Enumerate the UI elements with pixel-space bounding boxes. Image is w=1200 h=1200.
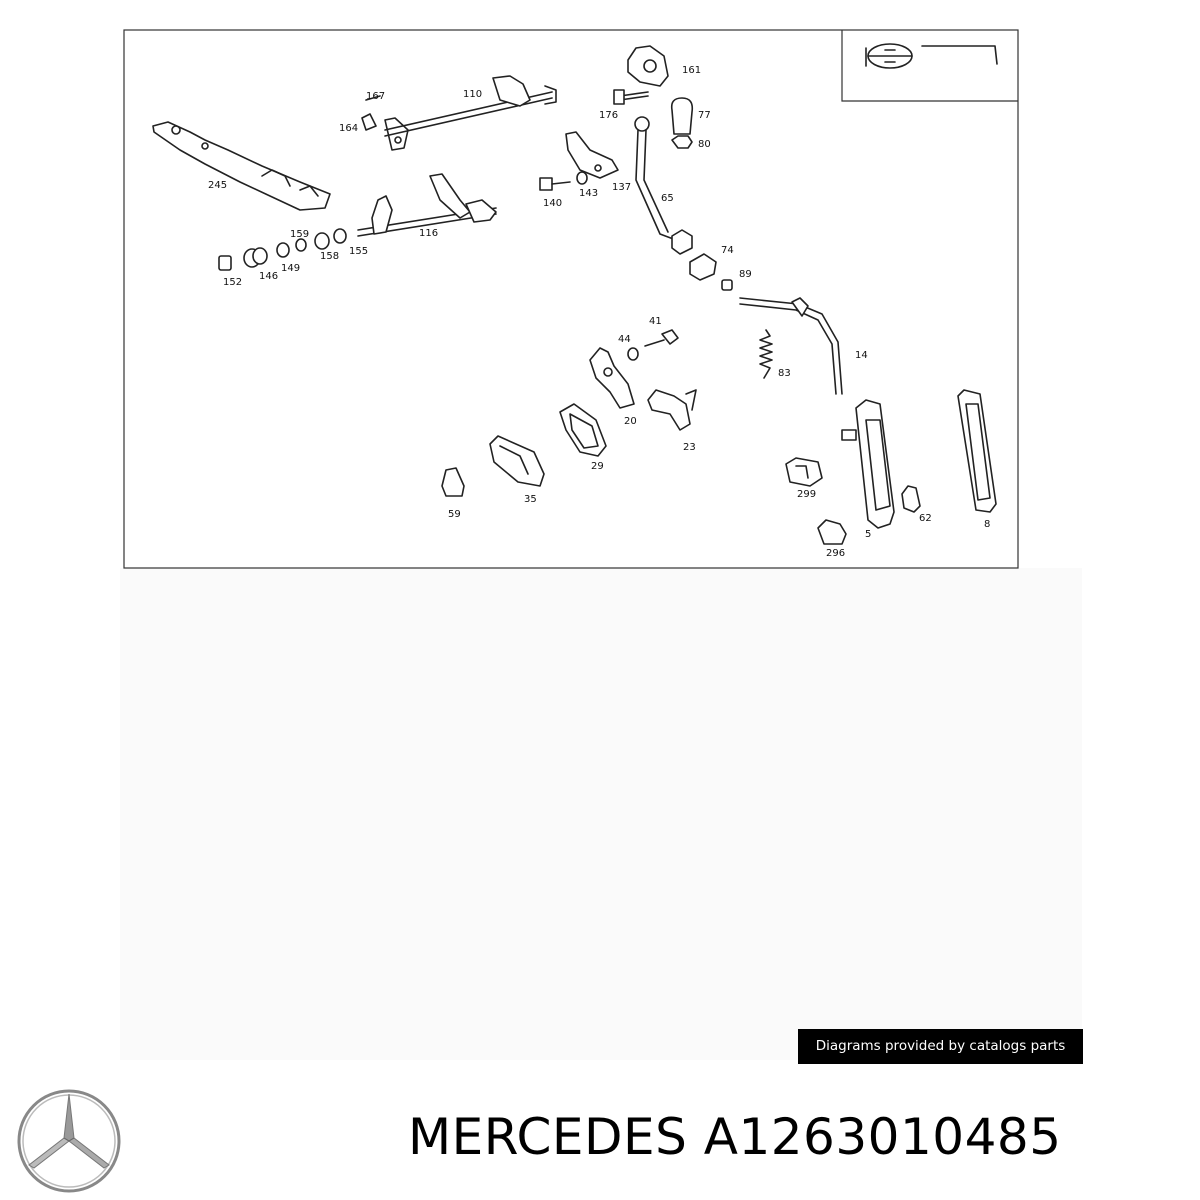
callout-label: 110 xyxy=(463,89,482,100)
callout-label: 83 xyxy=(778,368,791,379)
callout-label: 155 xyxy=(349,246,368,257)
part-title: MERCEDES A1263010485 xyxy=(408,1108,1062,1166)
part-62-clip xyxy=(901,485,921,513)
callout-label: 23 xyxy=(683,442,696,453)
callout-label: 44 xyxy=(618,334,631,345)
callout-label: 41 xyxy=(649,316,662,327)
part-110-shaft xyxy=(384,75,557,151)
part-140-bolt xyxy=(539,177,571,191)
callout-label: 143 xyxy=(579,188,598,199)
part-14-rod xyxy=(739,297,843,395)
brand-name: MERCEDES xyxy=(408,1108,688,1166)
part-80-nut xyxy=(671,135,693,149)
three-pointed-star-icon xyxy=(17,1089,121,1193)
callout-label: 20 xyxy=(624,416,637,427)
part-164-clip xyxy=(361,95,381,131)
callout-label: 59 xyxy=(448,509,461,520)
callout-label: 158 xyxy=(320,251,339,262)
part-296-bumper xyxy=(817,519,847,545)
bushing-set xyxy=(218,228,347,271)
callout-label: 167 xyxy=(366,91,385,102)
callout-label: 8 xyxy=(984,519,990,530)
callout-label: 116 xyxy=(419,228,438,239)
part-41-bolt xyxy=(644,329,679,347)
callout-label: 35 xyxy=(524,494,537,505)
callout-label: 62 xyxy=(919,513,932,524)
callout-label: 14 xyxy=(855,350,868,361)
callout-label: 77 xyxy=(698,110,711,121)
part-143-washer xyxy=(576,171,588,185)
callout-label: 245 xyxy=(208,180,227,191)
callout-label: 146 xyxy=(259,271,278,282)
callout-label: 159 xyxy=(290,229,309,240)
part-5-pedal xyxy=(841,399,895,529)
callout-label: 164 xyxy=(339,123,358,134)
part-137-bracket xyxy=(565,131,619,179)
part-number: A1263010485 xyxy=(703,1108,1062,1166)
callout-label: 5 xyxy=(865,529,871,540)
callout-label: 149 xyxy=(281,263,300,274)
part-23-bracket xyxy=(647,389,697,431)
part-245-bracket xyxy=(152,121,331,211)
part-35-cover xyxy=(489,435,545,487)
callout-label: 176 xyxy=(599,110,618,121)
callout-label: 65 xyxy=(661,193,674,204)
inset-steering-icon xyxy=(841,30,1018,102)
part-29-gasket xyxy=(559,403,607,457)
callout-label: 140 xyxy=(543,198,562,209)
part-161-bracket xyxy=(613,45,669,105)
part-59-clip xyxy=(441,467,465,497)
part-83-spring xyxy=(759,329,773,379)
part-44-washer xyxy=(627,347,639,361)
callout-label: 161 xyxy=(682,65,701,76)
callout-label: 299 xyxy=(797,489,816,500)
callout-label: 137 xyxy=(612,182,631,193)
callout-label: 80 xyxy=(698,139,711,150)
callout-label: 89 xyxy=(739,269,752,280)
diagram-background xyxy=(120,568,1082,1060)
part-116-shaft xyxy=(357,173,497,237)
callout-label: 74 xyxy=(721,245,734,256)
part-74-boot xyxy=(689,253,717,281)
callout-label: 296 xyxy=(826,548,845,559)
part-65-lever xyxy=(634,116,693,255)
part-77-knob xyxy=(670,97,694,135)
callout-label: 29 xyxy=(591,461,604,472)
part-8-pad xyxy=(957,389,997,513)
callout-label: 152 xyxy=(223,277,242,288)
part-20-bracket xyxy=(589,347,635,409)
diagram-credit-badge: Diagrams provided by catalogs parts xyxy=(798,1029,1083,1064)
part-89-bushing xyxy=(721,279,733,291)
part-299-switch xyxy=(785,457,823,487)
callout-labels: 167 110 161 164 176 77 80 245 137 65 140… xyxy=(208,65,990,559)
